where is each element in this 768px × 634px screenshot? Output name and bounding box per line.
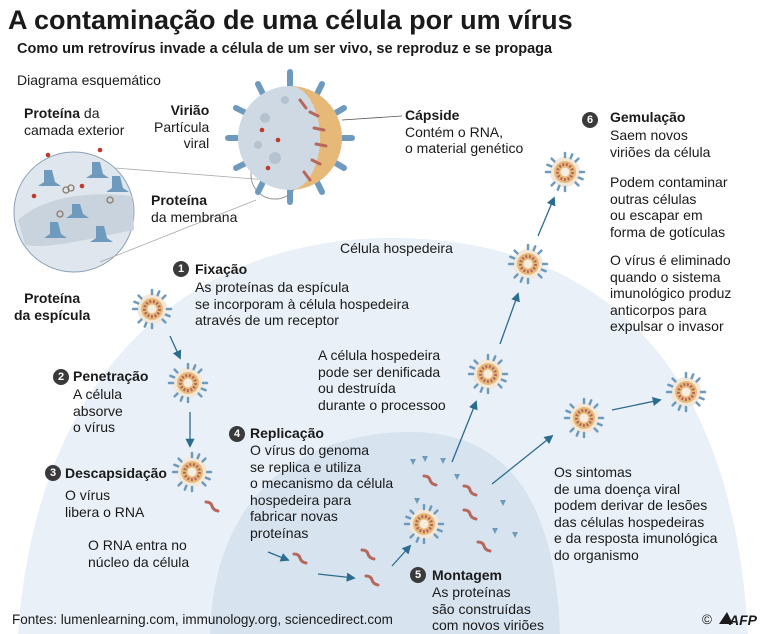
step-3-title: Descapsidação [65,465,167,481]
rna-nucleus-text: O RNA entra no núcleo da célula [88,537,190,570]
host-cell-label: Célula hospedeira [340,240,453,256]
step-3-text: O vírus libera o RNA [65,487,145,520]
step-5-badge: 5 [410,567,426,583]
host-damaged-text: A célula hospedeira pode ser denificada … [318,347,446,413]
spike-protein-label: Proteína da espícula [14,290,91,323]
virion-exit-2 [507,243,549,285]
afp-logo [719,612,733,624]
capsid-fragments [410,456,518,538]
step-4-title: Replicação [250,425,324,441]
step-6-text: Saem novos viriões da célula [610,127,711,160]
step-2-badge: 2 [53,369,69,385]
step-3-badge: 3 [45,465,61,481]
eliminated-text: O vírus é eliminado quando o sistema imu… [610,252,732,334]
step-1-badge: 1 [173,261,189,277]
virion-released [544,151,586,193]
step-5-title: Montagem [432,567,502,583]
step-1-title: Fixação [195,261,248,277]
virion-step3 [171,451,213,493]
large-virion [225,69,355,205]
step-2-title: Penetração [73,368,149,384]
diagram-label: Diagrama esquemático [17,72,161,88]
membrane-detail [13,147,135,273]
step-1-text: As proteínas da espícula se incorporam à… [195,279,410,328]
virion-exit-1 [467,353,509,395]
step-6-title: Gemulação [610,109,686,125]
copyright-symbol: © [702,612,712,627]
virion-step1 [131,288,173,330]
afp-logo-text: AFP [729,612,757,628]
virion-released-2 [665,371,707,413]
step-6-badge: 6 [582,112,598,128]
page-subtitle: Como um retrovírus invade a célula de um… [17,41,553,57]
step-2-text: A célula absorve o vírus [73,386,123,435]
step-4-text: O vírus do genoma se replica e utiliza o… [250,442,394,541]
symptoms-text: Os sintomas de uma doença viral podem de… [554,464,718,563]
sources: Fontes: lumenlearning.com, immunology.or… [12,612,393,627]
virion-assembling [403,503,445,545]
step-5-text: As proteínas são construídas com novos v… [432,584,545,633]
virion-step2 [167,362,209,404]
step-4-badge: 4 [229,426,245,442]
contaminate-text: Podem contaminar outras células ou escap… [610,174,728,240]
page-title: A contaminação de uma célula por um víru… [8,5,573,35]
flow-arrows [169,196,662,582]
virion-exit-3 [563,397,605,439]
cell-nucleus [210,432,560,634]
outer-protein-label: Proteína da camada exterior [24,105,125,138]
